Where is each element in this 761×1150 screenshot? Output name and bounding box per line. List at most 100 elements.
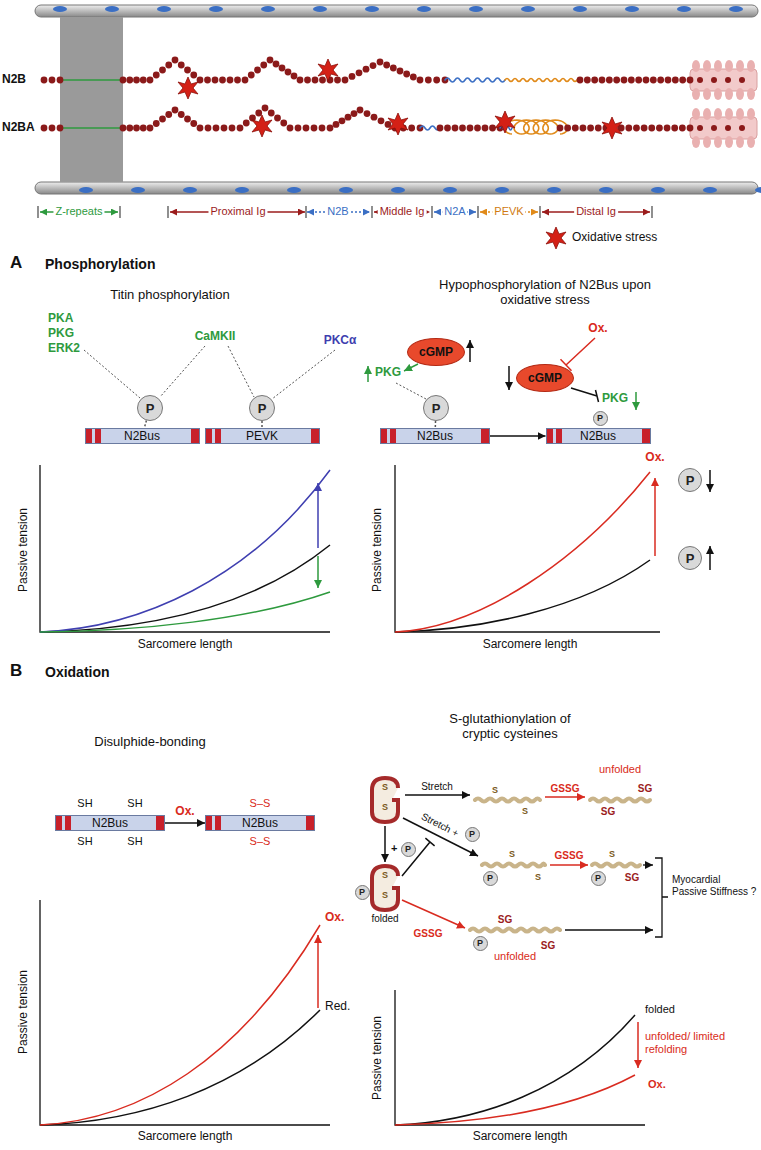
thin-filament-dot (287, 187, 301, 193)
ig-domain (739, 77, 745, 83)
ig-domain (120, 125, 127, 132)
node-text: P (146, 402, 155, 415)
axis-label: Passive tension (371, 1016, 385, 1100)
ig-domain (248, 72, 255, 79)
ig-domain (285, 69, 292, 76)
thiol-label: SH (77, 835, 92, 848)
state-label: unfolded (494, 950, 536, 963)
ig-domain (357, 107, 364, 114)
ig-domain (327, 125, 334, 132)
thin-filament-dot (443, 187, 457, 193)
ig-domain (656, 125, 663, 132)
axis-label: Sarcomere length (138, 638, 233, 652)
glutathione-label: SG (541, 940, 555, 952)
thin-filament-dot (599, 187, 613, 193)
region-label: Proximal Ig (208, 205, 267, 218)
ig-domain (687, 125, 694, 132)
ig-domain (437, 125, 444, 132)
node-text: N2Bus (417, 430, 453, 442)
phospho-circle: P (465, 827, 480, 842)
thin-filament-dot (209, 6, 223, 12)
kinase-label: PKG (375, 366, 401, 380)
ig-domain (280, 120, 287, 127)
myosin-head (736, 60, 744, 72)
ig-domain (159, 67, 166, 74)
glutathione-label: SG (638, 783, 652, 795)
ig-domain (625, 125, 632, 132)
ig-domain (133, 77, 140, 84)
thin-filament-dot (417, 6, 431, 12)
ig-domain (572, 125, 579, 132)
ig-domain (444, 125, 451, 132)
phospho-circle: P (473, 936, 488, 951)
ig-domain (403, 71, 410, 78)
node-text: P (258, 402, 267, 415)
ig-domain (390, 65, 397, 72)
thin-filament-dot (677, 6, 691, 12)
myosin-head (747, 88, 755, 100)
ig-domain (242, 77, 249, 84)
thin-filament-dot (547, 187, 561, 193)
thin-filament-dot (469, 6, 483, 12)
ig-domain (621, 77, 628, 84)
ig-domain (356, 69, 363, 76)
myosin-head (725, 88, 733, 100)
step-label: Stretch (421, 781, 453, 793)
myosin-head (747, 108, 755, 120)
myosin-head (725, 108, 733, 120)
ig-domain (599, 77, 606, 84)
ig-domain (274, 115, 281, 122)
panel-title: Phosphorylation (45, 256, 155, 272)
ig-domain (580, 125, 587, 132)
ig-domain (227, 77, 234, 84)
myosin-head (692, 88, 700, 100)
ig-domain (564, 125, 571, 132)
ig-domain (262, 105, 269, 112)
ig-domain (140, 77, 147, 84)
ig-domain (126, 125, 133, 132)
titin-segment-box: N2Bus (205, 815, 315, 831)
ig-domain (219, 77, 226, 84)
cysteine-label: S (609, 849, 615, 859)
reagent-label: GSSG (414, 928, 443, 940)
connector (165, 822, 205, 824)
ig-domain (287, 125, 294, 132)
thin-filament-dot (313, 6, 327, 12)
myosin-head (747, 60, 755, 72)
panel-letter: B (10, 661, 22, 681)
ig-domain (657, 77, 664, 84)
ig-domain (295, 125, 302, 132)
axis-label: Sarcomere length (473, 1130, 568, 1144)
ig-domain (371, 114, 378, 121)
node-text: N2Bus (580, 430, 616, 442)
ig-domain (178, 111, 185, 118)
node-text: N2Bus (92, 817, 128, 829)
cysteine-label: S (382, 870, 388, 880)
ig-domain (126, 77, 133, 84)
ig-domain (687, 77, 694, 84)
ig-domain (467, 125, 474, 132)
myosin-head (692, 60, 700, 72)
ig-domain (577, 77, 584, 84)
thin-filament-dot (729, 6, 743, 12)
titin-segment-box: N2Bus (380, 428, 490, 444)
myosin-head (692, 108, 700, 120)
axis-label: Passive tension (17, 970, 31, 1054)
ig-domain (279, 65, 286, 72)
ig-domain (643, 77, 650, 84)
ig-domain (378, 117, 385, 124)
thiol-label: SH (127, 797, 142, 810)
disulphide-label: S–S (250, 797, 271, 810)
ig-domain (234, 77, 241, 84)
subpanel-title: Disulphide-bonding (94, 735, 205, 750)
thin-filament-dot (521, 6, 535, 12)
thin-filament-dot (651, 187, 665, 193)
ig-domain (255, 110, 262, 117)
ig-domain (383, 62, 390, 69)
ig-domain (364, 110, 371, 117)
unfolded-chain (592, 864, 640, 867)
myosin-head (725, 136, 733, 148)
connector (144, 420, 146, 428)
ig-domain (120, 77, 127, 84)
